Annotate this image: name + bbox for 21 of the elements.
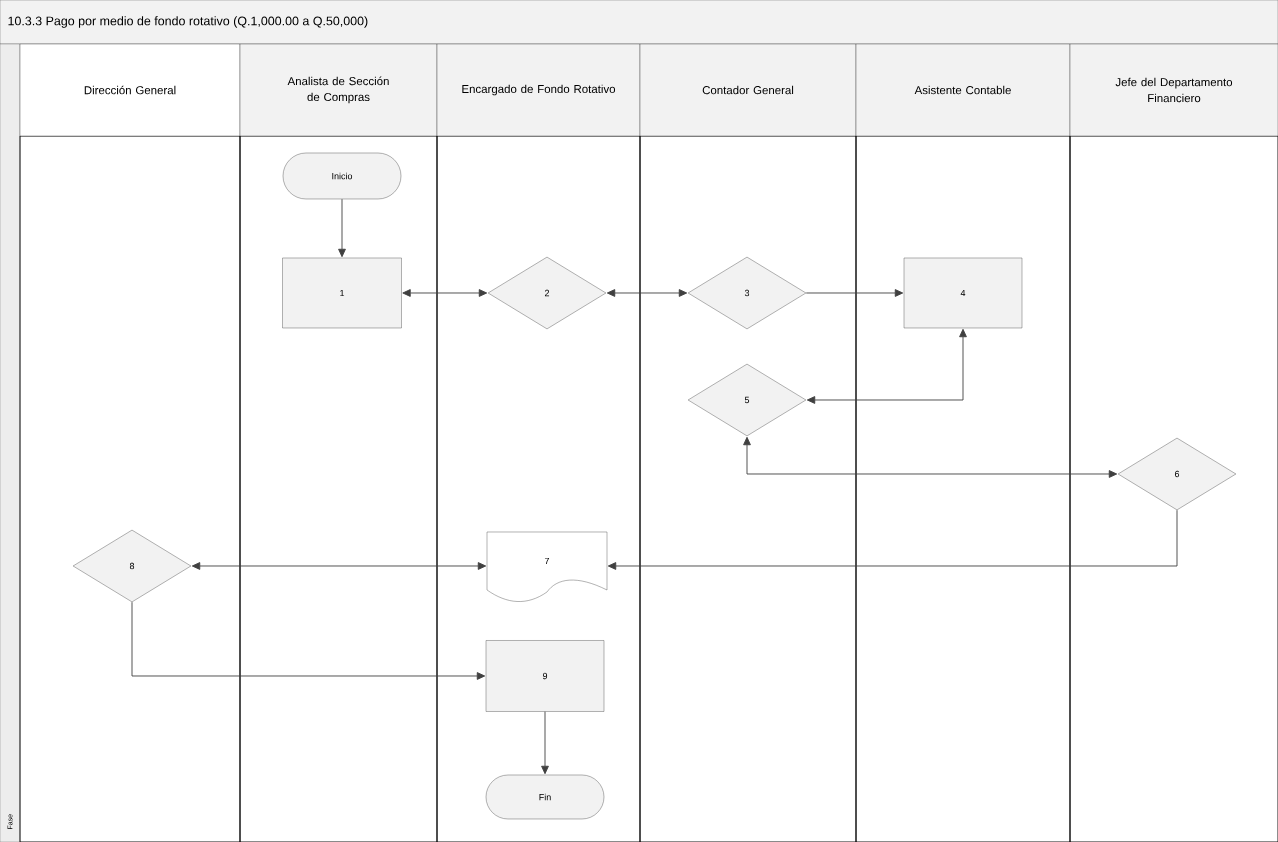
arrow (131, 601, 486, 680)
process-box: 9 (485, 640, 605, 712)
arrow (607, 509, 1178, 570)
arrow (338, 198, 346, 258)
node-label: Contador General (702, 85, 794, 95)
process-box: 1 (282, 257, 402, 329)
node-label: Encargado de Fondo Rotativo (462, 84, 616, 96)
node-label: Asistente Contable (914, 85, 1011, 95)
arrow (541, 711, 549, 775)
terminator: Inicio (282, 152, 402, 200)
node-label: Jefe del Departamento Financiero (1115, 77, 1233, 103)
arrow (806, 328, 967, 404)
arrow (402, 289, 488, 297)
arrow (191, 562, 487, 570)
arrow (743, 436, 1118, 478)
arrow (606, 289, 688, 297)
process-box: 4 (903, 257, 1023, 329)
terminator: Fin (485, 774, 605, 820)
arrow (805, 289, 904, 297)
node-label: Dirección General (84, 85, 176, 95)
node-label: Analista de Sección de Compras (287, 76, 389, 104)
